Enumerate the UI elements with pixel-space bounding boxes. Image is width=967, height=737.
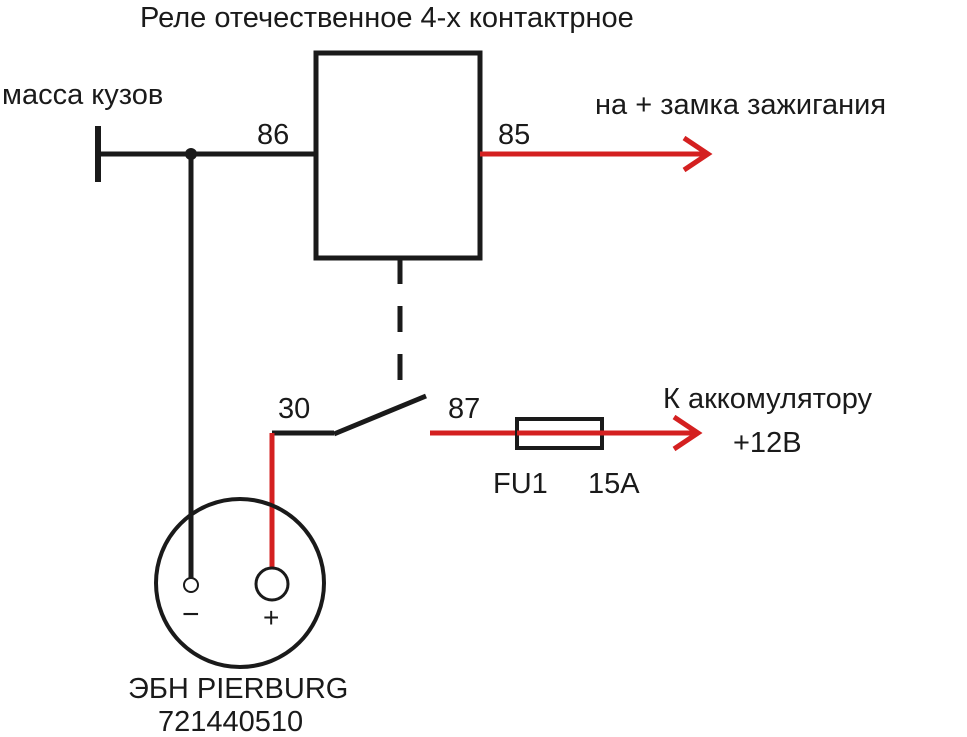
pump-body: [154, 497, 326, 669]
battery-arrowhead: [672, 414, 703, 452]
pin-86-label: 86: [257, 119, 289, 151]
pin-85-label: 85: [498, 119, 530, 151]
ground-label: масса кузов: [2, 79, 163, 111]
switch-lever: [333, 393, 427, 437]
pump-minus-sign: −: [182, 598, 200, 631]
fuse-rating: 15A: [588, 468, 640, 500]
ignition-label: на + замка зажигания: [595, 89, 886, 121]
pump-positive-terminal: [254, 566, 290, 602]
pump-negative-terminal: [183, 577, 199, 593]
battery-voltage: +12В: [733, 427, 802, 459]
pump-name: ЭБН PIERBURG: [128, 673, 348, 705]
battery-label: К аккомулятору: [663, 383, 873, 415]
pin-87-label: 87: [448, 393, 480, 425]
relay-title: Реле отечественное 4-х контактрное: [140, 2, 634, 34]
pump-plus-sign: +: [263, 602, 279, 633]
relay-coil-box: [313, 50, 483, 261]
fuse-name: FU1: [493, 468, 548, 500]
ignition-arrowhead: [682, 135, 713, 173]
pin-30-label: 30: [278, 393, 310, 425]
pump-part-number: 721440510: [158, 706, 303, 737]
